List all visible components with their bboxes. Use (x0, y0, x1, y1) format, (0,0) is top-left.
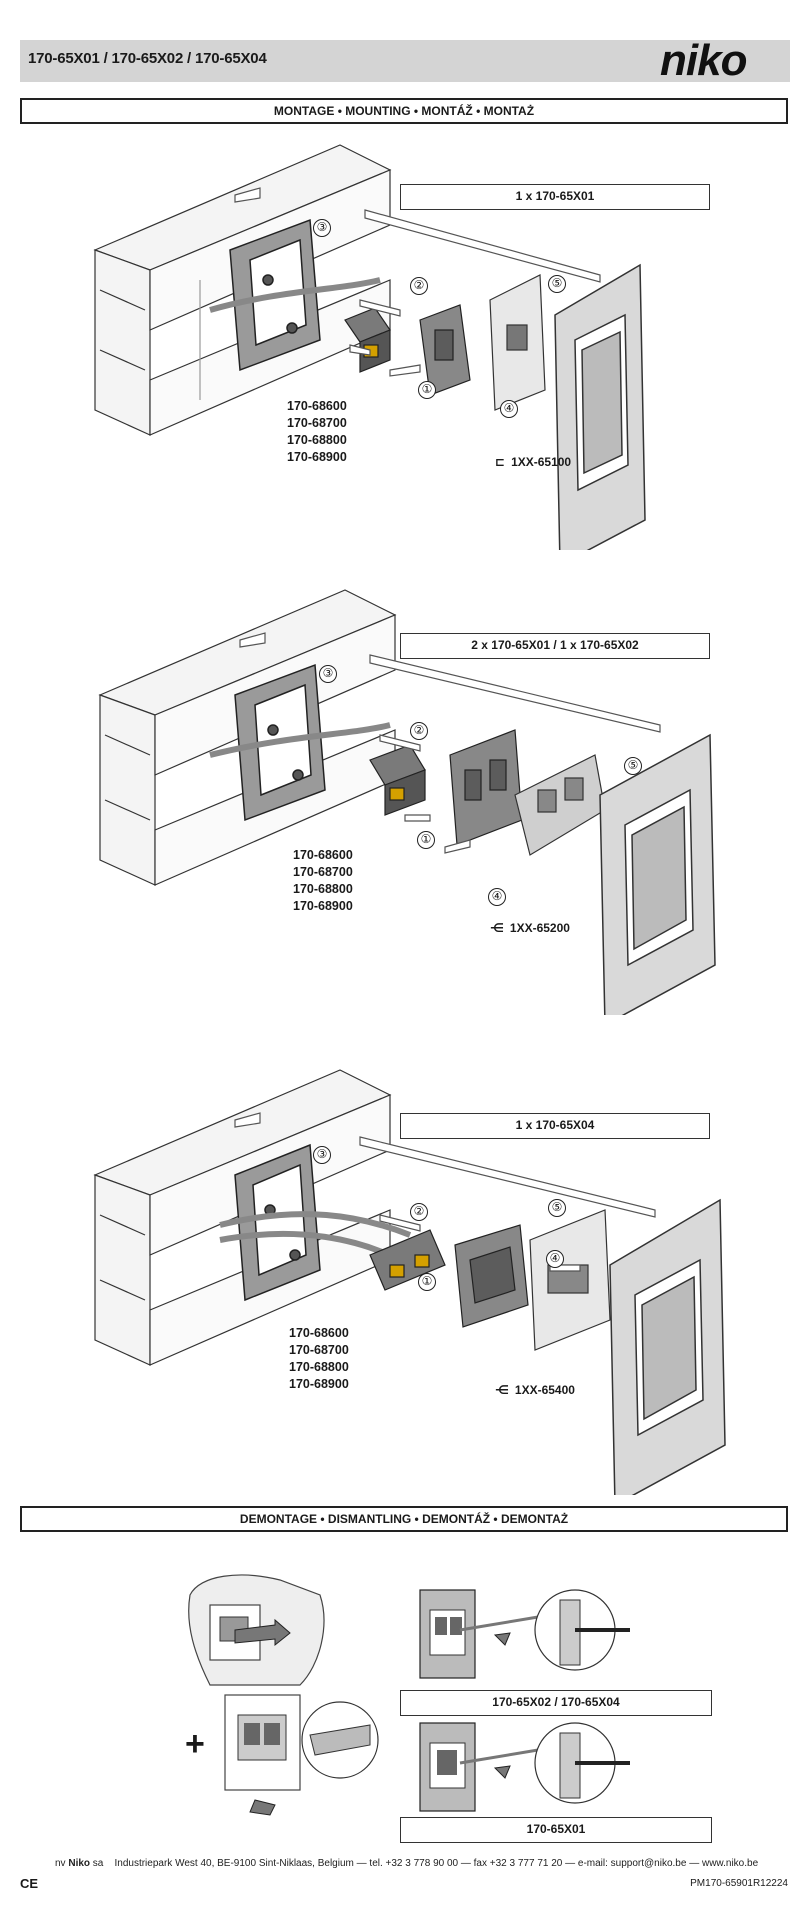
plate-number: 1XX-65200 (509, 921, 570, 935)
plate-symbol-icon: ⋲ (495, 1383, 509, 1397)
keystone-module (344, 307, 391, 373)
plate-number: 1XX-65400 (514, 1383, 575, 1397)
adaptor (449, 729, 523, 846)
document-title: 170-65X01 / 170-65X02 / 170-65X04 (28, 50, 267, 67)
company-suffix: sa (90, 1858, 104, 1869)
footer-address: nv Niko sa Industriepark West 40, BE-910… (55, 1858, 758, 1869)
dismantling-section-title: DEMONTAGE • DISMANTLING • DEMONTÁŽ • DEM… (20, 1506, 788, 1532)
plate-label-3: ⋲ 1XX-65400 (495, 1383, 575, 1397)
article-list-1: 170-68600 170-68700 170-68800 170-68900 (287, 398, 347, 466)
step-4-marker: ④ (546, 1250, 564, 1268)
document-reference: PM170-65901R12224 (690, 1878, 788, 1889)
step-3-marker: ③ (313, 1146, 331, 1164)
hand-removal-illustration (188, 1574, 325, 1686)
plate-symbol-icon: ⋲ (490, 921, 504, 935)
article-number: 170-68600 (289, 1326, 349, 1340)
article-number: 170-68700 (287, 416, 347, 430)
niko-logo: niko (660, 36, 747, 85)
step-1-marker: ① (418, 381, 436, 399)
article-number: 170-68800 (293, 882, 353, 896)
article-number: 170-68600 (293, 848, 353, 862)
address-text: Industriepark West 40, BE-9100 Sint-Nikl… (114, 1858, 759, 1869)
article-number: 170-68600 (287, 399, 347, 413)
central-plate (529, 1209, 611, 1351)
variant-label-2: 2 x 170-65X01 / 1 x 170-65X02 (400, 633, 710, 659)
mounting-illustration-3 (93, 1069, 726, 1495)
article-number: 170-68800 (289, 1360, 349, 1374)
article-list-2: 170-68600 170-68700 170-68800 170-68900 (293, 847, 353, 915)
variant-label-1: 1 x 170-65X01 (400, 184, 710, 210)
dismantle-x01-illustration (419, 1722, 630, 1812)
dismantle-x02-illustration (419, 1589, 630, 1679)
step-3-marker: ③ (319, 665, 337, 683)
company-name: Niko (68, 1858, 91, 1869)
step-2-marker: ② (410, 1203, 428, 1221)
step-1-marker: ① (418, 1273, 436, 1291)
keystone-module (369, 1229, 446, 1291)
step-5-marker: ⑤ (548, 275, 566, 293)
article-number: 170-68700 (293, 865, 353, 879)
plate-label-2: ⋲ 1XX-65200 (490, 921, 570, 935)
plate-removal-illustration (224, 1694, 379, 1816)
article-number: 170-68900 (289, 1377, 349, 1391)
article-list-3: 170-68600 170-68700 170-68800 170-68900 (289, 1325, 349, 1393)
plate-number: 1XX-65100 (511, 455, 572, 469)
mounting-illustration-2 (98, 589, 716, 1015)
plate-label-1: ⊏ 1XX-65100 (495, 455, 571, 469)
dismantle-label-x01: 170-65X01 (400, 1817, 712, 1843)
plus-sign: + (185, 1725, 205, 1763)
central-plate (514, 754, 606, 856)
step-3-marker: ③ (313, 219, 331, 237)
step-1-marker: ① (417, 831, 435, 849)
step-5-marker: ⑤ (624, 757, 642, 775)
step-4-marker: ④ (500, 400, 518, 418)
article-number: 170-68900 (287, 450, 347, 464)
plate-symbol-icon: ⊏ (495, 455, 506, 469)
dismantle-label-x02-x04: 170-65X02 / 170-65X04 (400, 1690, 712, 1716)
variant-label-3: 1 x 170-65X04 (400, 1113, 710, 1139)
adaptor (419, 304, 471, 396)
cover-frame (554, 263, 646, 550)
support-frame (234, 1143, 321, 1302)
mounting-illustration-1 (93, 144, 646, 550)
mounting-section-title: MONTAGE • MOUNTING • MONTÁŽ • MONTAŻ (20, 98, 788, 124)
header-band (20, 40, 790, 82)
step-4-marker: ④ (488, 888, 506, 906)
step-5-marker: ⑤ (548, 1199, 566, 1217)
article-number: 170-68700 (289, 1343, 349, 1357)
central-plate (489, 274, 546, 411)
cover-frame (599, 733, 716, 1015)
adaptor (454, 1224, 529, 1328)
step-2-marker: ② (410, 722, 428, 740)
article-number: 170-68800 (287, 433, 347, 447)
article-number: 170-68900 (293, 899, 353, 913)
keystone-module (369, 744, 426, 816)
company-prefix: nv (55, 1858, 69, 1869)
step-2-marker: ② (410, 277, 428, 295)
cover-frame (609, 1198, 726, 1495)
ce-mark: CE (20, 1876, 39, 1891)
